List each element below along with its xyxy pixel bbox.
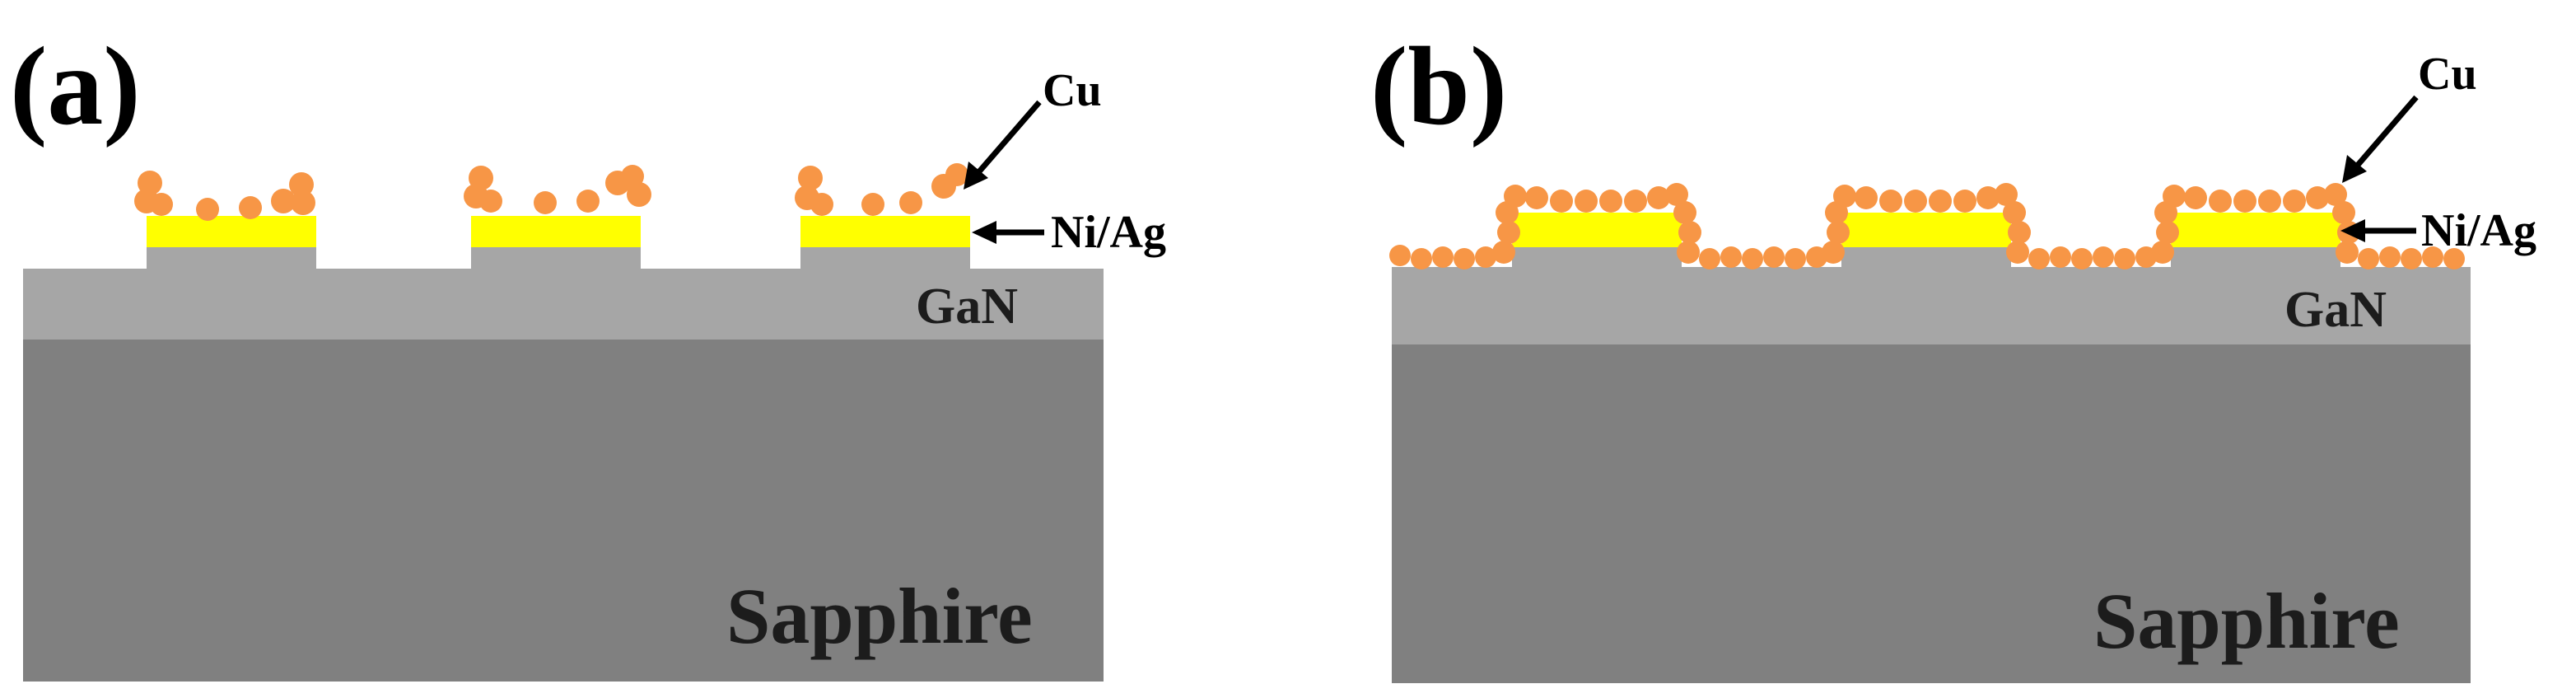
panel-b-ni-ag-arrowhead: [2340, 219, 2365, 242]
panel-b-cu-coating: [1389, 183, 2465, 269]
panel-b-sapphire-layer: [1392, 344, 2471, 683]
panel-a-gan-label: GaN: [916, 279, 1018, 335]
panel-b-gan-label: GaN: [2284, 282, 2387, 338]
panel-a-ni-ag-arrowhead: [972, 221, 996, 244]
panel-a-gan-layer: [23, 269, 1104, 340]
panel-a-gan-mesa: [800, 247, 970, 270]
panel-b-gan-mesa: [1841, 247, 2011, 269]
panel-a-ni-ag-pad: [471, 216, 641, 247]
panel-a-gan-mesa: [147, 247, 316, 270]
panel-b-ni-ag-label: Ni/Ag: [2421, 205, 2536, 256]
panel-a-cu-label: Cu: [1043, 65, 1102, 116]
panel-b-label: (b): [1370, 25, 1507, 148]
panel-a-ni-ag-pad: [147, 216, 316, 247]
panel-b-ni-ag-pad: [1841, 213, 2011, 247]
panel-b: (b) Cu Ni/Ag GaN Sapphire: [1370, 25, 2536, 683]
panel-b-sapphire-label: Sapphire: [2093, 577, 2400, 665]
panel-a-label: (a): [10, 25, 141, 148]
panel-a: (a) Cu Ni/Ag GaN Sapphire: [10, 25, 1166, 682]
panel-b-gan-mesa: [1512, 247, 1682, 269]
panel-b-gan-mesa: [2171, 247, 2340, 269]
panel-a-cu-particles: [134, 163, 968, 221]
panel-b-cu-label: Cu: [2418, 49, 2477, 100]
panel-a-ni-ag-label: Ni/Ag: [1051, 207, 1166, 258]
panel-b-gan-layer: [1392, 267, 2471, 344]
panel-b-ni-ag-pad: [2171, 213, 2340, 247]
panel-a-sapphire-layer: [23, 340, 1104, 682]
panel-a-ni-ag-pad: [800, 216, 970, 247]
panel-a-sapphire-label: Sapphire: [726, 572, 1033, 660]
panel-b-ni-ag-pad: [1512, 213, 1682, 247]
panel-a-gan-mesa: [471, 247, 641, 270]
panel-a-cu-arrowhead: [964, 162, 988, 190]
panel-b-cu-arrow: [2351, 95, 2419, 172]
panel-a-cu-arrow: [973, 100, 1042, 179]
panel-b-cu-arrowhead: [2342, 155, 2367, 183]
